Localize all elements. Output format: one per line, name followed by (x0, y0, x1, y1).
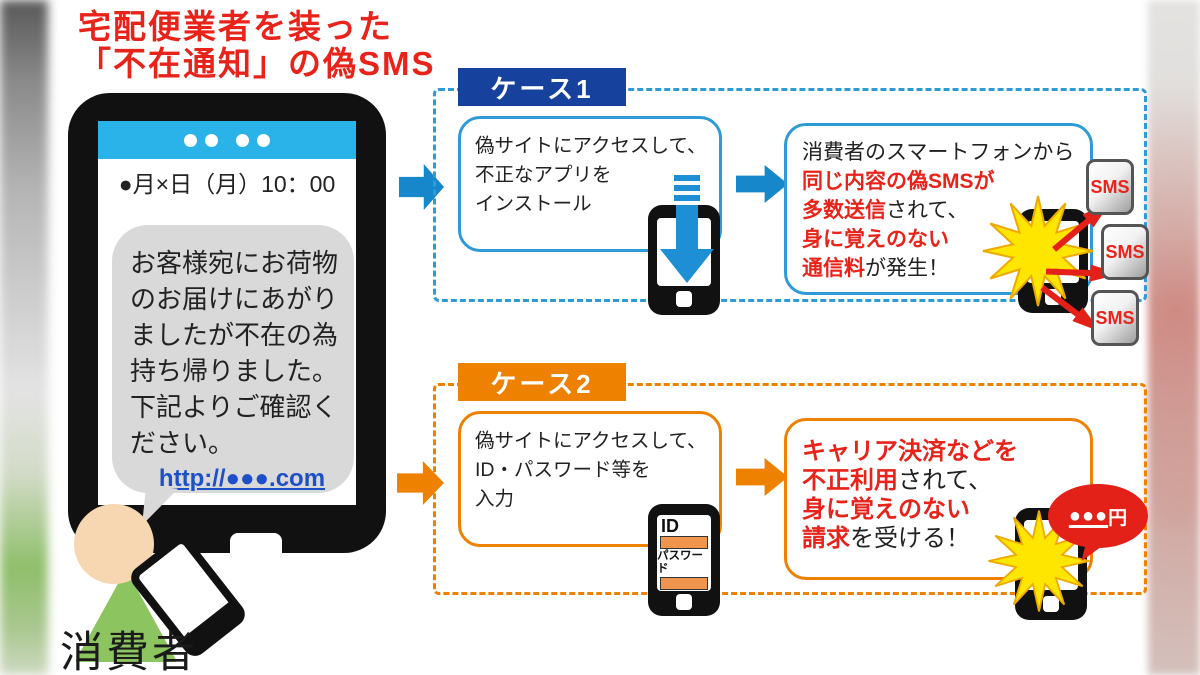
page-title: 宅配便業者を装った 「不在通知」の偽SMS (78, 8, 436, 82)
result-text: されて、 (886, 199, 969, 222)
case2-step-line: 入力 (475, 488, 515, 510)
home-button (676, 594, 692, 610)
sms-message-icon: SMS (1086, 159, 1134, 215)
sms-message-line: 下記よりご確認く (130, 392, 338, 422)
status-dot-icon (257, 133, 270, 147)
home-button (230, 533, 282, 564)
result-text-emphasis: キャリア決済などを (802, 438, 1018, 465)
result-text-emphasis: 通信料 (802, 257, 865, 280)
sms-message-icon: SMS (1091, 290, 1139, 346)
case1-step-line: 不正なアプリを (475, 164, 612, 186)
sms-message-icon: SMS (1101, 224, 1149, 280)
status-dot-icon (205, 133, 218, 147)
bill-amount: ●●● (1068, 504, 1109, 527)
id-input-field (660, 536, 708, 549)
case2-section: ケース2 偽サイトにアクセスして、 ID・パスワード等を 入力 ID パスワード… (433, 363, 1148, 620)
result-text: が発生！ (865, 257, 949, 280)
password-input-field (660, 577, 708, 590)
case1-step-line: インストール (475, 193, 592, 215)
result-text: されて、 (898, 467, 993, 494)
result-text-emphasis: 身に覚えのない (802, 496, 970, 523)
smartphone-icon: ●月×日（月）10：00 お客様宛にお荷物 のお届けにあがり ましたが不在の為 … (68, 93, 386, 564)
id-field-label: ID (661, 516, 679, 536)
consumer-label: 消費者 (60, 629, 198, 675)
sms-message-bubble: お客様宛にお荷物 のお届けにあがり ましたが不在の為 持ち帰りました。 下記より… (112, 225, 354, 493)
status-dot-icon (236, 133, 249, 147)
result-text-emphasis: 不正利用 (802, 467, 898, 494)
status-dot-icon (184, 133, 197, 147)
page-title-line1: 宅配便業者を装った (78, 8, 393, 45)
blurred-background-right (1148, 0, 1200, 675)
login-form: ID パスワード (657, 515, 711, 591)
sms-message-line: ましたが不在の為 (130, 320, 339, 350)
result-text-emphasis: 請求 (802, 525, 850, 552)
result-text: を受ける！ (850, 525, 970, 552)
result-text-emphasis: 同じ内容の偽SMSが (802, 170, 995, 193)
home-button (1043, 596, 1059, 612)
status-bar (98, 121, 356, 159)
phishing-link: http://●●●.com (158, 465, 326, 492)
bill-currency: 円 (1108, 507, 1128, 529)
sms-message-line: のお届けにあがり (130, 284, 339, 314)
download-arrow-icon (660, 175, 714, 283)
smartphone-icon: ID パスワード (648, 504, 720, 616)
result-text-emphasis: 身に覚えのない (802, 228, 949, 251)
sms-timestamp: ●月×日（月）10：00 (118, 171, 336, 197)
flow-arrow-icon (736, 165, 788, 203)
page-title-line2: 「不在通知」の偽SMS (78, 45, 436, 82)
sms-badge-label: SMS (1095, 307, 1135, 328)
case2-step-line: ID・パスワード等を (475, 459, 651, 481)
flow-arrow-icon (736, 458, 788, 496)
case1-section: ケース1 偽サイトにアクセスして、 不正なアプリを インストール 消費者のスマー… (433, 68, 1149, 346)
blurred-background-left (0, 0, 48, 675)
sms-message-line: 持ち帰りました。 (130, 356, 339, 386)
result-text-emphasis: 多数送信 (802, 199, 886, 222)
sms-badge-label: SMS (1090, 176, 1130, 197)
home-button (676, 291, 692, 307)
result-text: 消費者のスマートフォンから (802, 141, 1075, 164)
billing-speech-bubble: ●●●円 (1048, 484, 1148, 548)
sms-message-line: お客様宛にお荷物 (130, 248, 339, 278)
sms-message-line: ださい。 (130, 428, 235, 458)
case1-step-line: 偽サイトにアクセスして、 (475, 135, 707, 157)
sms-badge-label: SMS (1105, 241, 1145, 262)
case1-step-box: 偽サイトにアクセスして、 不正なアプリを インストール (458, 116, 722, 252)
case2-step-line: 偽サイトにアクセスして、 (475, 430, 707, 452)
phone-screen: ●月×日（月）10：00 お客様宛にお荷物 のお届けにあがり ましたが不在の為 … (98, 121, 356, 564)
case2-header: ケース2 (458, 363, 626, 401)
case1-header: ケース1 (458, 68, 626, 106)
password-field-label: パスワード (657, 550, 703, 575)
